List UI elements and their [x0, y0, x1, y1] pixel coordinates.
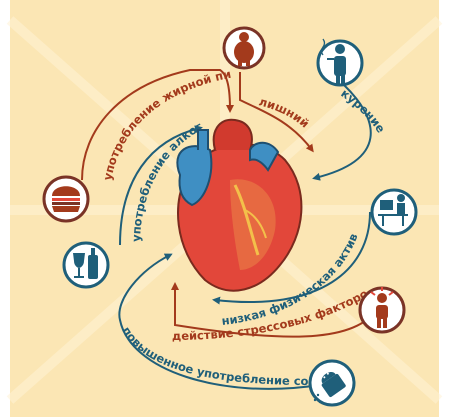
- connector-alcohol: [119, 125, 203, 246]
- stressed-person-icon: [358, 286, 406, 334]
- computer-desk-icon: [370, 188, 418, 236]
- heart-pulmonary-artery: [249, 141, 280, 172]
- smoking-person-icon: [316, 38, 364, 87]
- obese-person-icon: [222, 26, 266, 70]
- burger-icon: [42, 175, 90, 223]
- connectors: [81, 69, 381, 390]
- heart-illustration: [176, 118, 303, 292]
- connector-overweight: [239, 72, 314, 153]
- heart-vein: [197, 129, 209, 150]
- heart-coronary-branch: [244, 209, 267, 239]
- connector-low-activity: [212, 211, 371, 305]
- salt-shaker-icon: [308, 359, 356, 407]
- heart-left-atrium: [176, 145, 213, 207]
- connector-salt: [118, 253, 321, 390]
- heart-aorta: [212, 118, 253, 151]
- connector-smoking: [312, 84, 372, 181]
- heart-coronary-artery: [233, 184, 260, 256]
- wine-bottle-icon: [62, 241, 110, 289]
- connector-fatty-food: [81, 69, 234, 181]
